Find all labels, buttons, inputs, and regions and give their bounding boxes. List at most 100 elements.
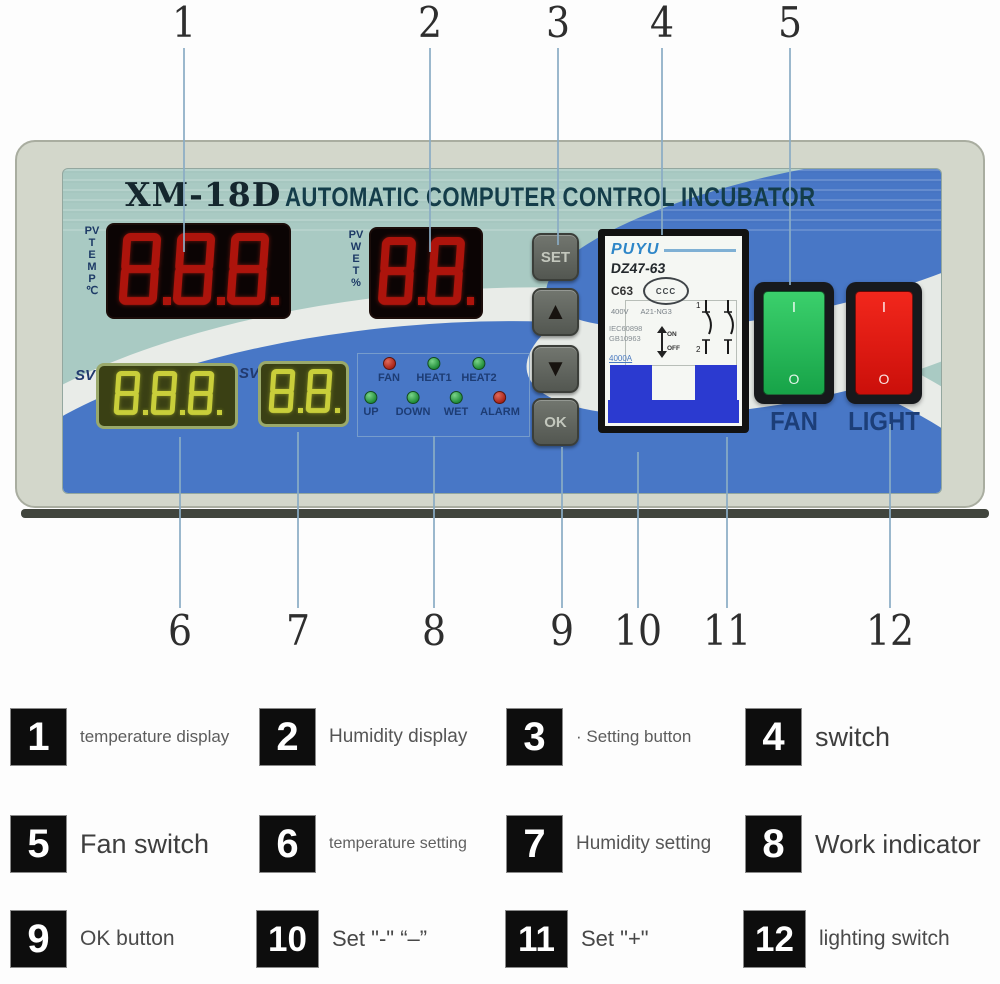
up-arrow-button[interactable]: ▲ [532,288,579,336]
pv-wet-label: PV W E T % [348,229,364,290]
fan-indicator: FAN [378,357,400,384]
legend-label-10: Set "-" “–” [332,926,428,951]
light-switch-label: LIGHT [848,406,920,436]
breaker-handle-base[interactable] [608,400,739,423]
legend-item-7: 7 Humidity setting [506,815,711,873]
legend-item-8: 8 Work indicator [745,815,981,873]
callout-line-3 [557,48,559,245]
legend-label-12: lighting switch [819,927,950,950]
up-led-icon [364,391,378,404]
light-off-mark: O [878,371,890,387]
legend-item-11: 11 Set "+" [505,910,649,968]
callout-number-4: 4 [649,0,675,47]
legend-item-10: 10 Set "-" “–” [256,910,427,968]
alarm-led-icon [493,391,507,404]
legend-number-11: 11 [505,910,568,968]
callout-number-9: 9 [549,606,575,655]
arrow-down-icon: ▼ [543,355,568,382]
wet-indicator: WET [444,391,468,418]
controller-bezel: XM-18D AUTOMATIC COMPUTER CONTROL INCUBA… [15,140,989,518]
panel-title: AUTOMATIC COMPUTER CONTROL INCUBATOR [285,182,816,212]
breaker-standard-1: IEC60898 [609,324,643,333]
legend-item-6: 6 temperature setting [259,815,467,873]
legend-item-9: 9 OK button [10,910,175,968]
legend-number-10: 10 [256,910,319,968]
fan-on-mark: I [791,299,797,316]
down-arrow-button[interactable]: ▼ [532,345,579,393]
alarm-indicator: ALARM [480,391,520,418]
heat1-indicator: HEAT1 [416,357,452,384]
up-down-arrow-icon [657,326,667,358]
set-button[interactable]: SET [532,233,579,281]
heat1-led-icon [427,357,441,370]
indicator-box [357,353,530,437]
legend-number-6: 6 [259,815,316,873]
breaker-rating: C63 [611,284,634,298]
legend-label-2: Humidity display [329,726,468,747]
heat2-led-icon [472,357,486,370]
sv-wet-label: SV [239,365,260,382]
legend-number-2: 2 [259,708,316,766]
up-indicator: UP [363,391,379,418]
legend-label-11: Set "+" [581,926,649,951]
legend-label-4: switch [815,721,891,752]
breaker-handle-right[interactable] [695,365,737,402]
legend-label-7: Humidity setting [576,833,712,854]
legend-item-1: 1 temperature display [10,708,229,766]
breaker-amp: 4000A [609,354,633,363]
brand-underline [664,248,736,252]
circuit-breaker-switch[interactable]: PUYU DZ47-63 C63 CCC 400V A21-NG3 IEC608… [598,229,749,433]
on-off-indicator: ON OFF [657,326,680,358]
callout-number-10: 10 [613,606,663,655]
legend-number-9: 9 [10,910,67,968]
callout-line-6 [179,437,181,608]
breaker-voltage: 400V [611,307,629,316]
heat2-indicator: HEAT2 [461,357,497,384]
legend-item-5: 5 Fan switch [10,815,209,873]
legend-item-12: 12 lighting switch [743,910,950,968]
callout-number-8: 8 [421,606,447,655]
callout-line-7 [297,432,299,608]
callout-line-1 [183,48,185,252]
fan-led-icon [382,357,396,370]
callout-line-11 [726,437,728,608]
fan-switch-bezel: I O [754,282,834,404]
legend-label-1: temperature display [80,727,230,746]
ccc-mark-icon: CCC [643,277,690,305]
breaker-model: DZ47-63 [610,260,667,276]
callout-line-9 [561,447,563,608]
light-on-mark: I [881,299,887,316]
sv-humidity-display [258,361,349,427]
breaker-handle-left[interactable] [610,365,652,402]
legend-label-6: temperature setting [329,835,467,852]
legend-number-5: 5 [10,815,67,873]
sv-temperature-display [96,363,238,429]
callout-number-2: 2 [417,0,443,47]
legend-item-3: 3 · Setting button [506,708,691,766]
callout-number-12: 12 [865,606,915,655]
ok-button[interactable]: OK [532,398,579,446]
pv-temp-label: PV T E M P ℃ [84,225,100,298]
arrow-up-icon: ▲ [543,298,568,325]
callout-line-10 [637,452,639,608]
light-rocker-switch[interactable]: I O [855,291,913,395]
legend-label-5: Fan switch [80,828,210,859]
legend-number-8: 8 [745,815,802,873]
fan-rocker-switch[interactable]: I O [763,291,825,395]
legend-item-2: 2 Humidity display [259,708,467,766]
svg-text:1: 1 [696,301,701,310]
legend-number-12: 12 [743,910,806,968]
callout-number-6: 6 [167,606,193,655]
legend-label-8: Work indicator [815,828,981,859]
legend-number-3: 3 [506,708,563,766]
legend-number-4: 4 [745,708,802,766]
pv-temperature-display [106,223,291,319]
callout-line-5 [789,48,791,285]
pv-humidity-display [369,227,483,319]
down-indicator: DOWN [396,391,430,418]
sv-temp-label: SV [75,367,96,384]
legend-number-7: 7 [506,815,563,873]
on-label: ON [667,331,677,339]
callout-number-11: 11 [702,606,752,655]
